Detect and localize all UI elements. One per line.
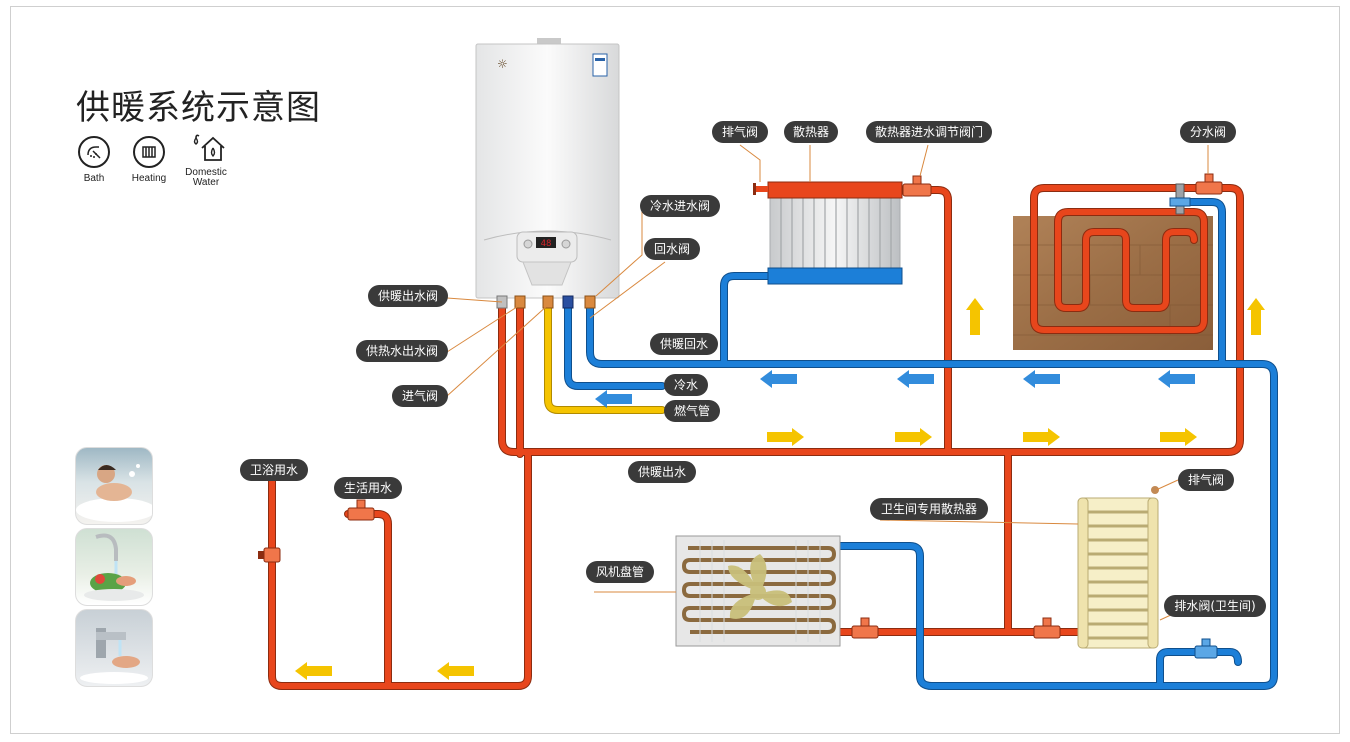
svg-text:供暖出水: 供暖出水: [638, 465, 686, 479]
cold-pipes: [564, 198, 1278, 690]
legend-label: Domestic: [185, 167, 227, 178]
label-heating-out-valve: 供暖出水阀: [368, 285, 448, 307]
labels: 排气阀 散热器 散热器进水调节阀门 分水阀 冷水进水阀 回水阀 供暖出水阀 供热…: [240, 121, 1266, 617]
svg-text:回水阀: 回水阀: [654, 242, 690, 256]
manifold-valve: [1169, 173, 1223, 215]
svg-text:卫生间专用散热器: 卫生间专用散热器: [881, 501, 977, 516]
svg-text:排气阀: 排气阀: [1188, 472, 1224, 487]
label-bathroom-radiator: 卫生间专用散热器: [870, 498, 988, 520]
legend-label: Bath: [83, 173, 105, 184]
legend-label: Water: [192, 177, 220, 188]
boiler-display: 48: [541, 239, 552, 249]
label-heating-return: 供暖回水: [650, 333, 718, 355]
domestic-valves: [258, 499, 375, 563]
label-gas-pipe: 燃气管: [664, 400, 720, 422]
label-exhaust-valve-top: 排气阀: [712, 121, 768, 143]
svg-text:供暖回水: 供暖回水: [660, 337, 708, 351]
label-exhaust-valve-bath: 排气阀: [1178, 469, 1234, 491]
svg-text:冷水: 冷水: [674, 378, 698, 392]
hot-pipes: [268, 184, 1244, 690]
label-fan-coil: 风机盘管: [586, 561, 654, 583]
svg-text:供热水出水阀: 供热水出水阀: [366, 344, 438, 358]
svg-text:生活用水: 生活用水: [344, 481, 392, 495]
faucet-photo: [75, 609, 153, 687]
label-radiator-inlet-valve: 散热器进水调节阀门: [866, 121, 992, 143]
svg-text:散热器进水调节阀门: 散热器进水调节阀门: [875, 124, 983, 139]
leader-lines: [446, 144, 1209, 621]
legend-bath: Bath: [64, 136, 124, 184]
svg-text:供暖出水阀: 供暖出水阀: [378, 289, 438, 303]
label-radiator: 散热器: [784, 121, 838, 143]
label-domestic-water: 生活用水: [334, 477, 402, 499]
svg-text:燃气管: 燃气管: [674, 403, 710, 418]
svg-text:冷水进水阀: 冷水进水阀: [650, 199, 710, 213]
svg-text:风机盘管: 风机盘管: [596, 564, 644, 579]
kitchen-photo: [75, 528, 153, 606]
label-gas-inlet-valve: 进气阀: [392, 385, 448, 407]
flow-arrows: [295, 298, 1265, 680]
radiator: [753, 175, 932, 285]
label-return-valve: 回水阀: [644, 238, 700, 260]
gas-pipe: [544, 296, 666, 414]
boiler: 48 ☼: [475, 38, 620, 299]
svg-text:排气阀: 排气阀: [722, 124, 758, 139]
svg-text:散热器: 散热器: [793, 124, 829, 139]
boiler-logo: ☼: [497, 57, 508, 71]
radiator-icon: [133, 136, 165, 168]
bathroom-radiator: [1033, 486, 1218, 659]
label-cold-water: 冷水: [664, 374, 708, 396]
label-manifold: 分水阀: [1180, 121, 1236, 143]
diagram-title: 供暖系统示意图: [76, 88, 321, 128]
legend-domestic-water: Domestic Water: [176, 132, 236, 188]
diagram-frame: [10, 6, 1340, 734]
svg-text:排水阀(卫生间): 排水阀(卫生间): [1174, 599, 1255, 613]
svg-text:进气阀: 进气阀: [402, 388, 438, 403]
label-hot-water-out-valve: 供热水出水阀: [356, 340, 448, 362]
label-cold-inlet-valve: 冷水进水阀: [640, 195, 720, 217]
fan-coil-unit: [675, 535, 879, 647]
label-drain-valve: 排水阀(卫生间): [1164, 595, 1266, 617]
svg-text:卫浴用水: 卫浴用水: [250, 463, 298, 477]
svg-text:分水阀: 分水阀: [1190, 125, 1226, 139]
label-heating-out: 供暖出水: [628, 461, 696, 483]
house-water-icon: [186, 132, 226, 164]
legend-heating: Heating: [119, 136, 179, 184]
bath-photo: [75, 447, 153, 525]
legend-label: Heating: [131, 173, 167, 184]
label-bath-water: 卫浴用水: [240, 459, 308, 481]
fan-icon: [728, 554, 792, 620]
shower-icon: [78, 136, 110, 168]
